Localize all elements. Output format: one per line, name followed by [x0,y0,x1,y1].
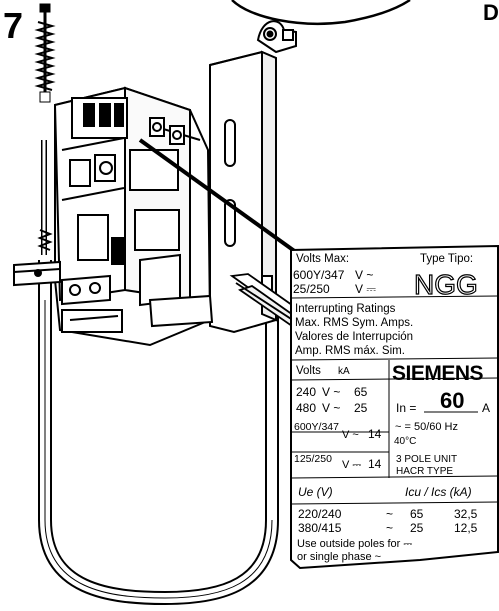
spring-rod [34,3,56,255]
ac-voltage-unit: V ~ [355,268,373,282]
rating-row-volts: 240 [296,385,316,399]
rating-row-symbol: V ~ [322,401,340,415]
rating-row-volts: 125/250 [294,453,332,465]
iec-row-ics: 12,5 [454,521,478,535]
current-value: 60 [440,388,464,413]
rating-row-ka: 65 [354,385,368,399]
iec-row-symbol: ~ [386,507,393,521]
step-number: 7 [3,5,23,46]
corner-letter: D [483,0,499,25]
rating-row-volts: 480 [296,401,316,415]
table-head-volts: Volts [296,365,321,377]
product-label: Volts Max: Type Tipo: NGG 600Y/347 V ~ 2… [290,244,499,570]
interrupting-line-3: Valores de Interrupción [295,331,413,343]
rating-row-ka: 14 [368,457,382,471]
iec-row-icu: 25 [410,521,424,535]
iec-row-icu: 65 [410,507,424,521]
iec-row-ue: 220/240 [298,507,342,521]
interrupting-line-2: Max. RMS Sym. Amps. [295,317,413,329]
rating-row-ka: 25 [354,401,368,415]
flex-cable [38,260,279,606]
circuit-breaker [13,86,214,347]
interrupting-line-1: Interrupting Ratings [295,303,396,315]
rating-row-volts: 600Y/347 [294,421,339,433]
dc-voltage-unit: V ⎓ [355,282,376,296]
rating-row-symbol: V ~ [342,429,359,441]
current-label: In = [396,401,416,415]
volts-max-label: Volts Max: [296,253,349,265]
iec-row-ics: 32,5 [454,507,478,521]
ac-voltage-rating: 600Y/347 [293,268,345,282]
usage-note-line-1: Use outside poles for ⎓ [297,538,412,550]
brand-logo: SIEMENS [392,362,484,385]
pole-unit-line-1: 3 POLE UNIT [396,454,457,465]
rating-rows: 240 V ~ 65 480 V ~ 25 600Y/347 V ~ 14 12… [294,385,382,471]
leader-line [138,138,302,257]
type-tipo-label: Type Tipo: [420,253,473,265]
iec-row-ue: 380/415 [298,521,342,535]
rating-row-symbol: V ⎓ [342,459,361,471]
rating-row-ka: 14 [368,427,382,441]
pole-unit-line-2: HACR TYPE [396,466,453,477]
table-head-ka: kA [338,366,350,377]
rating-row-symbol: V ~ [322,385,340,399]
mounting-bracket [209,20,297,334]
interrupting-line-4: Amp. RMS máx. Sim. [295,345,405,357]
iec-row-symbol: ~ [386,521,393,535]
top-arc [231,0,411,25]
current-unit: A [482,401,490,415]
temperature-rating: 40°C [394,436,416,447]
iec-icu-ics-head: Icu / Ics (kA) [405,485,472,499]
usage-note-line-2: or single phase ~ [297,551,381,563]
dc-voltage-rating: 25/250 [293,282,330,296]
frequency-rating: ~ = 50/60 Hz [395,421,458,433]
type-code: NGG [414,269,478,300]
iec-ue-head: Ue (V) [298,485,333,499]
